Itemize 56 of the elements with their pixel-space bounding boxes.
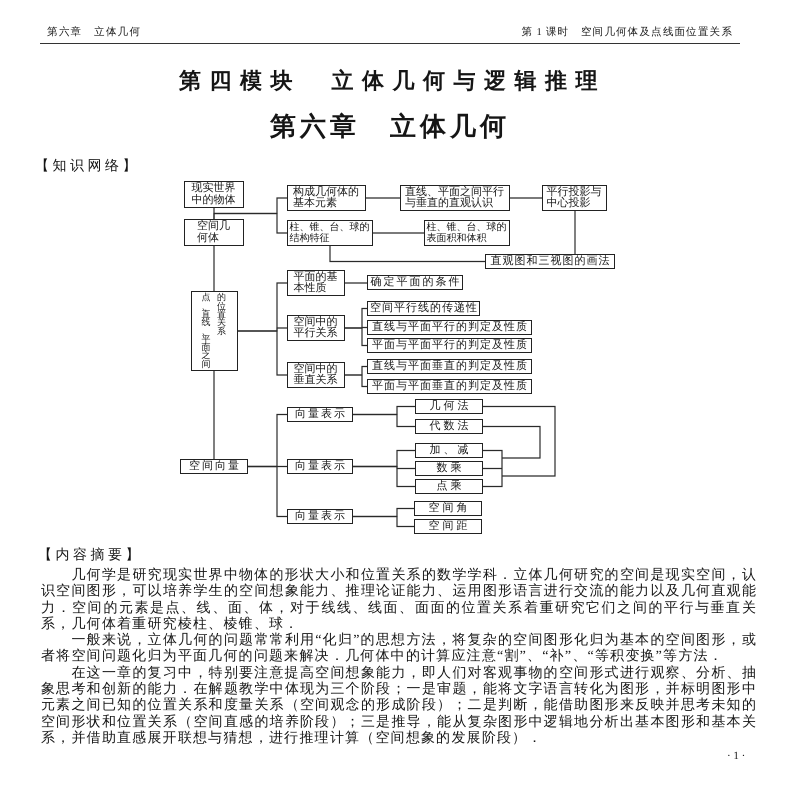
connector-line xyxy=(345,282,367,284)
connector-line xyxy=(574,211,576,254)
concept-box: 柱、锥、台、球的结构特征 xyxy=(287,220,373,246)
concept-box: 空间平行线的传递性 xyxy=(367,301,480,316)
concept-box: 数乘 xyxy=(415,461,483,476)
concept-box: 空间距 xyxy=(414,519,482,534)
concept-box: 直线与平面平行的判定及性质 xyxy=(367,320,532,335)
running-header: 第六章 立体几何 xyxy=(47,28,141,38)
concept-box: 现实世界中的物体 xyxy=(184,181,244,208)
connector-line xyxy=(510,197,542,199)
concept-box: 空间角 xyxy=(414,501,482,516)
concept-box: 平面的基本性质 xyxy=(287,270,345,296)
connector-line xyxy=(345,374,367,388)
page-title: 第四模块 立体几何与逻辑推理 xyxy=(179,70,606,92)
concept-box: 点乘 xyxy=(415,479,483,494)
concept-box: 加、减 xyxy=(415,443,483,458)
concept-box: 直观图和三视图的画法 xyxy=(485,254,615,269)
concept-box: 平面与平面垂直的判定及性质 xyxy=(367,379,532,394)
concept-box: 平行投影与中心投影 xyxy=(542,185,607,211)
connector-line xyxy=(353,414,415,428)
concept-box: 向量表示 xyxy=(287,459,353,474)
concept-box: 构成几何体的基本元素 xyxy=(287,185,366,211)
concept-box: 空间向量 xyxy=(180,459,248,474)
body-paragraph: 一般来说，立体几何的问题常常利用“化归”的思想方法，将复杂的空间图形化归为基本的空间图形，或者将空间问题化归为平面几何的问题来解决．几何体中的计算应注意“割”、“补”、“等积变换”等方法． xyxy=(41,633,757,665)
connector-line xyxy=(373,232,424,234)
connector-line xyxy=(213,371,215,459)
connector-line xyxy=(329,246,485,262)
connector-line xyxy=(248,466,287,518)
connector-line xyxy=(482,406,556,488)
concept-box: 空间中的垂直关系 xyxy=(287,362,345,388)
body-paragraph: 在这一章的复习中，特别要注意提高空间想象能力，即人们对客观事物的空间形式进行观察、分析、抽象思考和创新的能力．在解题教学中体现为三个阶段；一是审题，能将文字语言转化为图形，并标明图形中元素之间已知的位置关系和度量关系（空间观念的形成阶段）；二是判断，能借助图形来反映并思考未知的空间形状和位置关系（空间直感的培养阶段）；三是推导，能从复杂图形中逻辑地分析出基本图形和基本关系，并借助直感展开联想与猜想，进行推理计算（空间想象的发展阶段）． xyxy=(41,666,757,748)
connector-line xyxy=(213,246,215,291)
concept-box: 几何法 xyxy=(415,399,483,414)
running-header: 第 1 课时 空间几何体及点线面位置关系 xyxy=(522,28,733,38)
concept-box: 直线与平面垂直的判定及性质 xyxy=(367,359,532,374)
connector-line xyxy=(353,516,414,528)
concept-box: 代数法 xyxy=(415,419,483,434)
concept-box: 直线、平面之间平行与垂直的直观认识 xyxy=(400,185,510,211)
concept-box: 空间中的平行关系 xyxy=(287,315,345,341)
concept-box: 确定平面的条件 xyxy=(367,275,463,290)
section-heading: 【知识网络】 xyxy=(35,160,140,174)
concept-box: 平面与平面平行的判定及性质 xyxy=(367,338,532,353)
connector-line xyxy=(353,466,415,488)
concept-box: 点、直线、平面之间的位置关系 xyxy=(190,291,238,371)
body-paragraph: 几何学是研究现实世界中物体的形状大小和位置关系的数学学科．立体几何研究的空间是现实空间，认识空间图形，可以培养学生的空间想象能力、推理论证能力、运用图形语言进行交流的能力以及几何直观能力．空间的元素是点、线、面、体，对于线线、线面、面面的位置关系着重研究它们之间的平行与垂直关系，几何体着重研究棱柱、棱锥、球． xyxy=(41,568,757,632)
concept-box: 空间几何体 xyxy=(184,219,244,246)
concept-box: 柱、锥、台、球的表面积和体积 xyxy=(424,220,510,246)
section-heading: 【内容摘要】 xyxy=(38,549,143,563)
concept-box: 向量表示 xyxy=(287,407,353,422)
connector-line xyxy=(366,197,400,199)
connector-line xyxy=(345,327,367,346)
connector-line xyxy=(238,330,287,376)
concept-box: 向量表示 xyxy=(287,509,353,524)
page-number: · 1 · xyxy=(727,751,746,762)
connector-line xyxy=(213,212,287,234)
chapter-title: 第六章 立体几何 xyxy=(270,114,510,140)
